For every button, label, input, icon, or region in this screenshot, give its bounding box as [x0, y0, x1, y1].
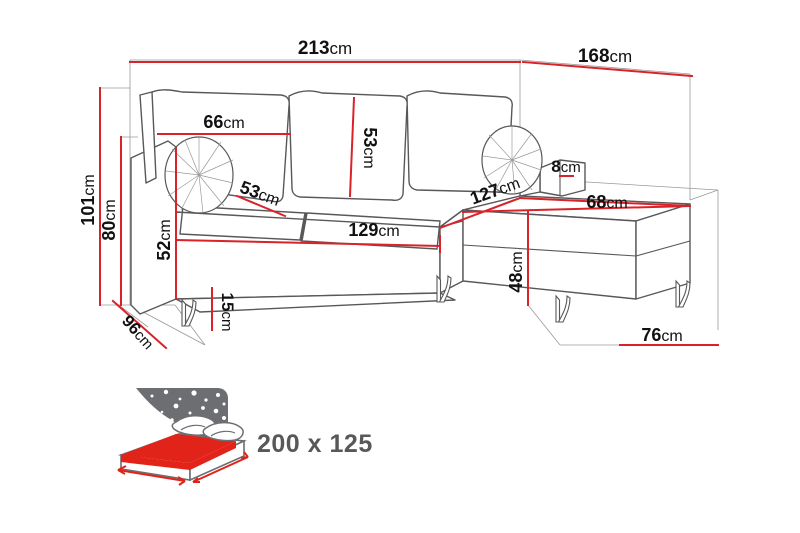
- dimline-127: [438, 196, 522, 230]
- dimension-labels: 213cm 168cm 66cm 53cm 101cm 80cm 52cm 53…: [78, 38, 683, 353]
- label-68cm: 68cm: [586, 192, 627, 212]
- chaise-side: [635, 203, 691, 300]
- dimline-53-back: [348, 96, 356, 198]
- bolster-pillow-right-pleats: [482, 126, 542, 195]
- back-panel-left: [139, 91, 157, 184]
- bolster-pillow-left-pleats: [165, 137, 234, 214]
- label-15cm: 15cm: [218, 293, 237, 332]
- label-53cm-seat: 53cm: [237, 177, 283, 210]
- seat-surface-line: [175, 211, 441, 228]
- dimline-96: [111, 299, 168, 350]
- dimline-53-seat: [235, 194, 287, 218]
- red-blanket-edge: [121, 455, 190, 470]
- seat-cushion-right: [301, 212, 441, 250]
- pillow-crease-front: [210, 430, 236, 437]
- dimline-168: [521, 60, 694, 78]
- dimension-lines: [99, 60, 719, 350]
- sleeping-area-label: 200 x 125: [257, 430, 373, 458]
- dimline-68: [461, 204, 692, 214]
- dimline-129: [174, 238, 442, 248]
- red-blanket-edge-right: [190, 441, 236, 470]
- chaise-seam-side: [635, 240, 691, 257]
- label-53cm-backrest: 53cm: [360, 127, 380, 168]
- back-cushion-middle: [288, 90, 408, 201]
- label-76cm: 76cm: [641, 325, 682, 345]
- label-52cm: 52cm: [154, 219, 174, 260]
- label-101cm: 101cm: [78, 174, 98, 225]
- label-129cm: 129cm: [348, 220, 399, 240]
- dimline-127b: [518, 196, 692, 208]
- label-213cm: 213cm: [298, 38, 352, 59]
- icon-dimension-arrows: [117, 451, 249, 486]
- label-80cm: 80cm: [99, 199, 119, 240]
- sleeping-area-icon: 200 x 125: [117, 388, 373, 486]
- chaise-seam: [462, 244, 637, 257]
- label-168cm: 168cm: [578, 46, 632, 67]
- label-66cm: 66cm: [203, 112, 244, 132]
- red-blanket: [121, 434, 236, 463]
- label-48cm: 48cm: [506, 251, 526, 292]
- seat-cushion-split: [300, 212, 307, 242]
- label-8cm: 8cm: [551, 157, 580, 176]
- bolster-pillow-right: [481, 125, 543, 195]
- bolster-pillow-left: [164, 136, 234, 214]
- pillow-crease-back: [180, 424, 206, 431]
